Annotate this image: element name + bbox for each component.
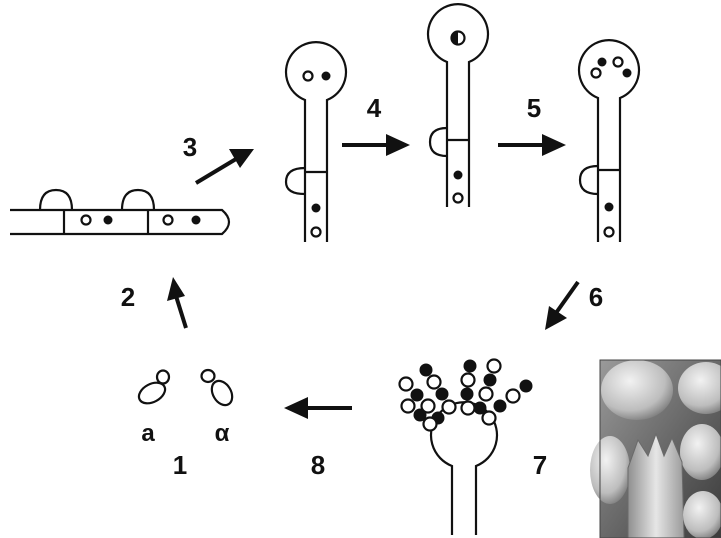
arrow-step-6	[545, 280, 580, 330]
step-label-7: 7	[533, 450, 547, 480]
mating-type-alpha-label: α	[215, 420, 230, 447]
meiotic-basidium	[577, 39, 641, 242]
arrow-step-4	[342, 134, 410, 156]
step-label-6: 6	[589, 282, 603, 312]
fused-basidium	[426, 3, 490, 207]
nucleus-open	[302, 70, 314, 82]
young-basidium	[284, 41, 348, 242]
clamp-connection	[120, 188, 156, 211]
step-label-4: 4	[367, 93, 382, 123]
nucleus-open	[310, 226, 322, 238]
yeast-cell-a	[137, 369, 171, 405]
mating-type-a-label: a	[141, 420, 155, 447]
arrow-step-8	[284, 397, 352, 419]
step-label-5: 5	[527, 93, 541, 123]
arrow-step-2	[167, 277, 188, 329]
nucleus-filled	[191, 215, 201, 225]
clamp-connection	[38, 188, 74, 211]
nucleus-filled	[453, 170, 463, 180]
nucleus-filled	[311, 203, 321, 213]
sem-micrograph	[590, 359, 721, 538]
dikaryotic-hypha	[10, 188, 231, 236]
step-label-2: 2	[121, 282, 135, 312]
nucleus-open	[162, 214, 174, 226]
yeast-cell-alpha	[200, 368, 234, 407]
arrow-step-3	[194, 149, 254, 185]
nucleus-filled	[103, 215, 113, 225]
step-label-3: 3	[183, 132, 197, 162]
step-label-1: 1	[173, 450, 187, 480]
nucleus-open	[80, 214, 92, 226]
basidium-with-spore-chains	[398, 358, 533, 535]
step-label-8: 8	[311, 450, 325, 480]
arrow-step-5	[498, 134, 566, 156]
nucleus-filled	[321, 71, 331, 81]
nucleus-open	[452, 192, 464, 204]
